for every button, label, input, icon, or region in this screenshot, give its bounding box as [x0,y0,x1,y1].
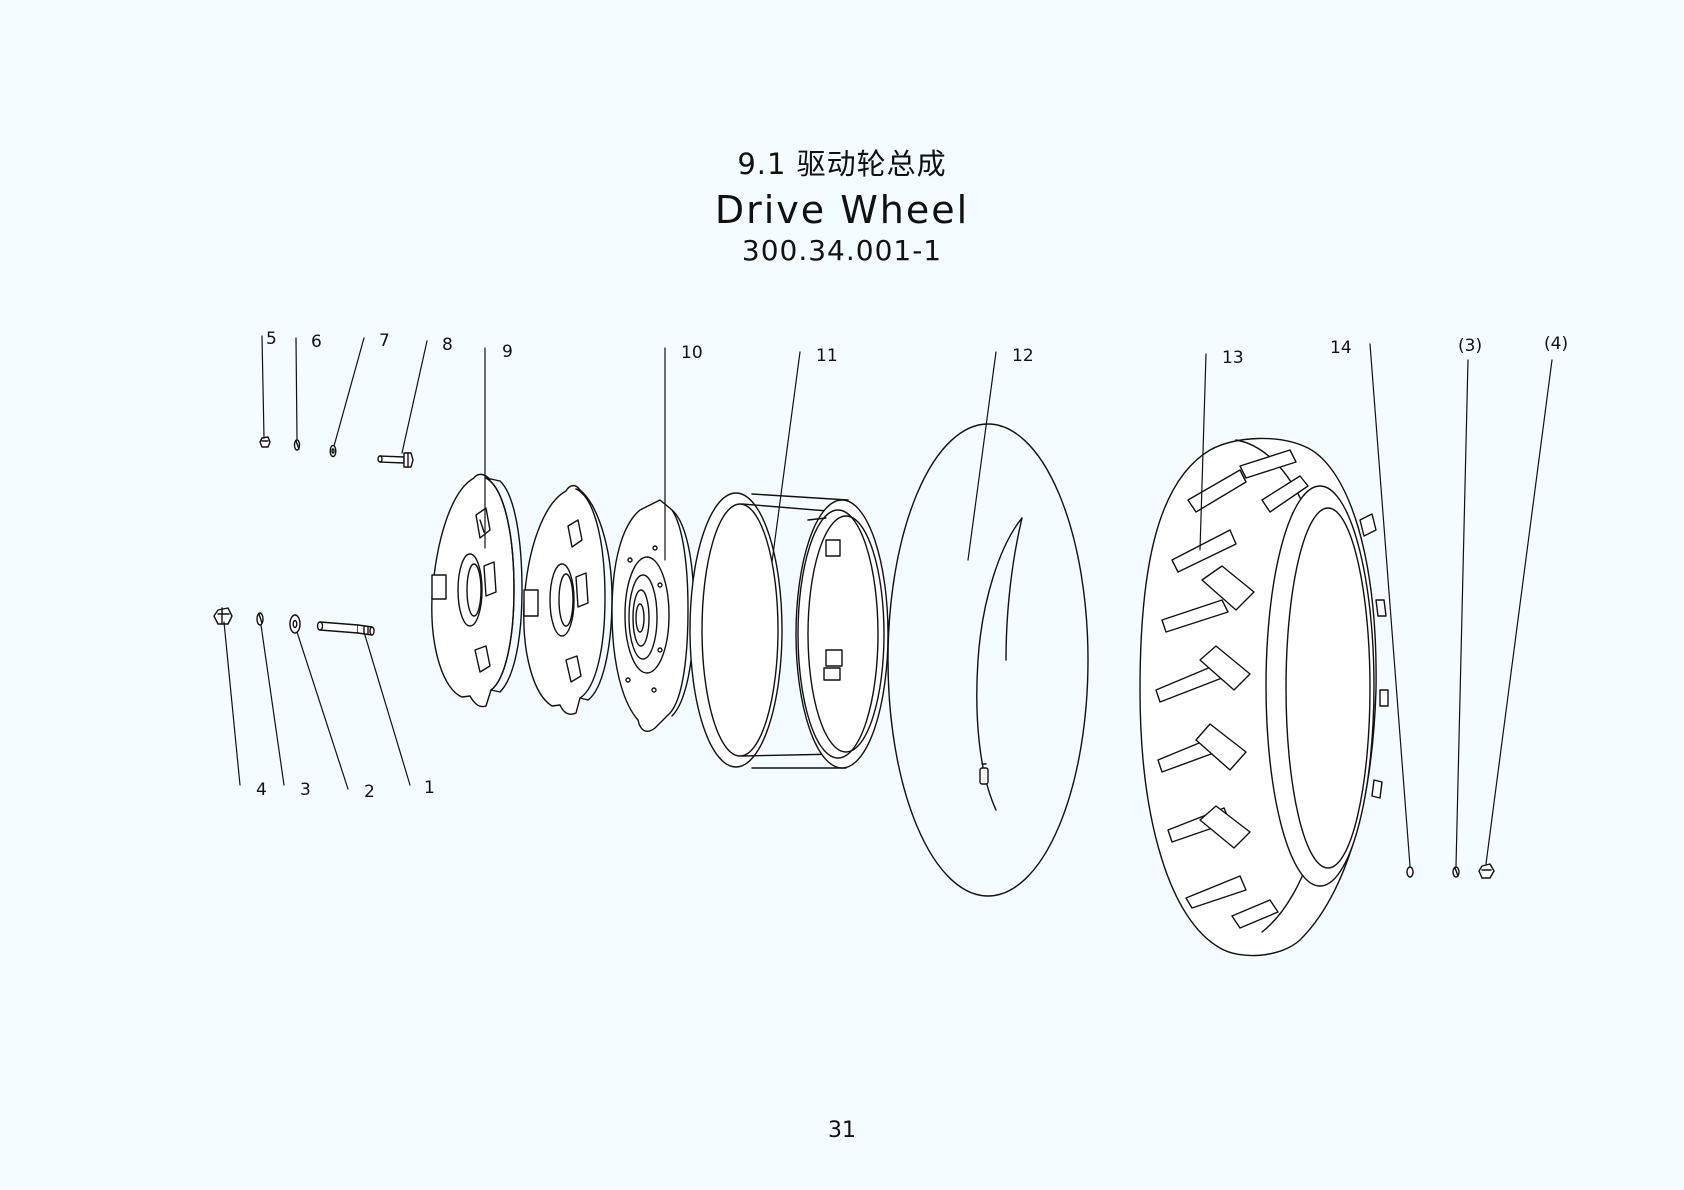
callout-labels: 5 6 7 8 9 10 11 12 13 14 (3) (4) 4 3 2 1 [256,329,1568,802]
callout-5: 5 [266,329,277,349]
bolt-8 [377,452,414,468]
washer-7 [329,444,337,458]
nut-p4 [1478,863,1495,879]
callout-4: 4 [256,780,267,800]
title-chinese: 9.1 驱动轮总成 [737,147,947,181]
callout-p4: (4) [1544,334,1568,354]
callout-1: 1 [424,778,435,798]
counterweight-plate-b [523,484,613,715]
callout-12: 12 [1012,346,1034,366]
counterweight-plate-a [431,473,523,708]
leader-lines [223,335,1553,867]
callout-14: 14 [1330,338,1352,358]
callout-13: 13 [1222,348,1244,368]
callout-11: 11 [816,346,838,366]
title-block: 9.1 驱动轮总成 Drive Wheel 300.34.001-1 [0,150,1684,265]
tractor-tyre [1139,437,1389,957]
callout-10: 10 [681,343,703,363]
spring-washer-p3 [1452,866,1460,878]
callout-8: 8 [442,335,453,355]
spring-washer-14 [1406,866,1414,878]
washer-2 [289,614,301,634]
hub-plate [611,499,695,732]
inner-tube [887,423,1089,897]
part-number: 300.34.001-1 [741,234,943,267]
wheel-rim [689,492,889,769]
callout-2: 2 [364,782,375,802]
spring-washer-6 [293,439,301,451]
callout-7: 7 [379,331,390,351]
spring-washer-3 [256,612,264,626]
callout-6: 6 [311,332,322,352]
callout-p3: (3) [1458,336,1482,356]
callout-9: 9 [502,342,513,362]
nut-5 [259,436,271,448]
nut-4 [213,607,233,625]
callout-3: 3 [300,780,311,800]
stud-1 [316,621,375,636]
title-english: Drive Wheel [714,188,970,232]
page-number: 31 [828,1118,856,1143]
